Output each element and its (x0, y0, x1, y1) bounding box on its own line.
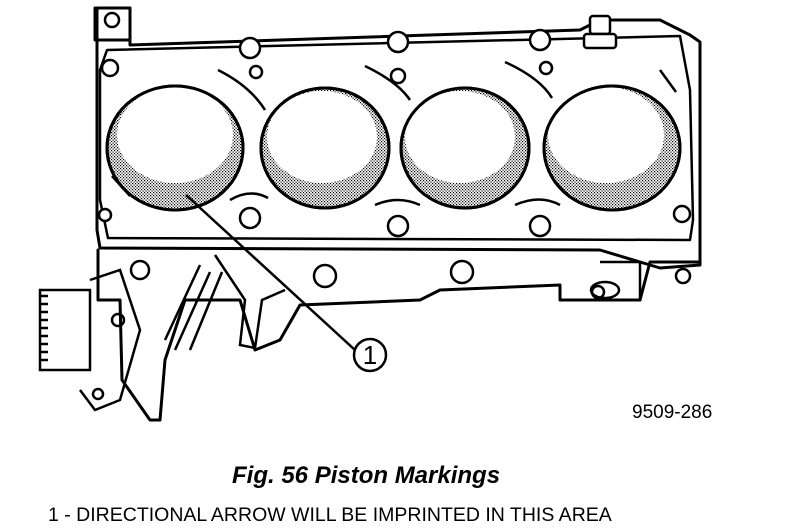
figure-legend: 1 - DIRECTIONAL ARROW WILL BE IMPRINTED … (48, 504, 612, 526)
callout-circle (352, 337, 388, 373)
callout-leader-line (185, 194, 356, 351)
head-bolt-holes (97, 11, 692, 300)
timing-gear (38, 268, 142, 412)
gasket-face (98, 34, 695, 242)
callout-number: 1 (363, 340, 377, 370)
crankcase-outline (96, 248, 702, 422)
figure-id: 9509-286 (632, 402, 713, 423)
figure-caption: Fig. 56 Piston Markings (232, 462, 501, 489)
